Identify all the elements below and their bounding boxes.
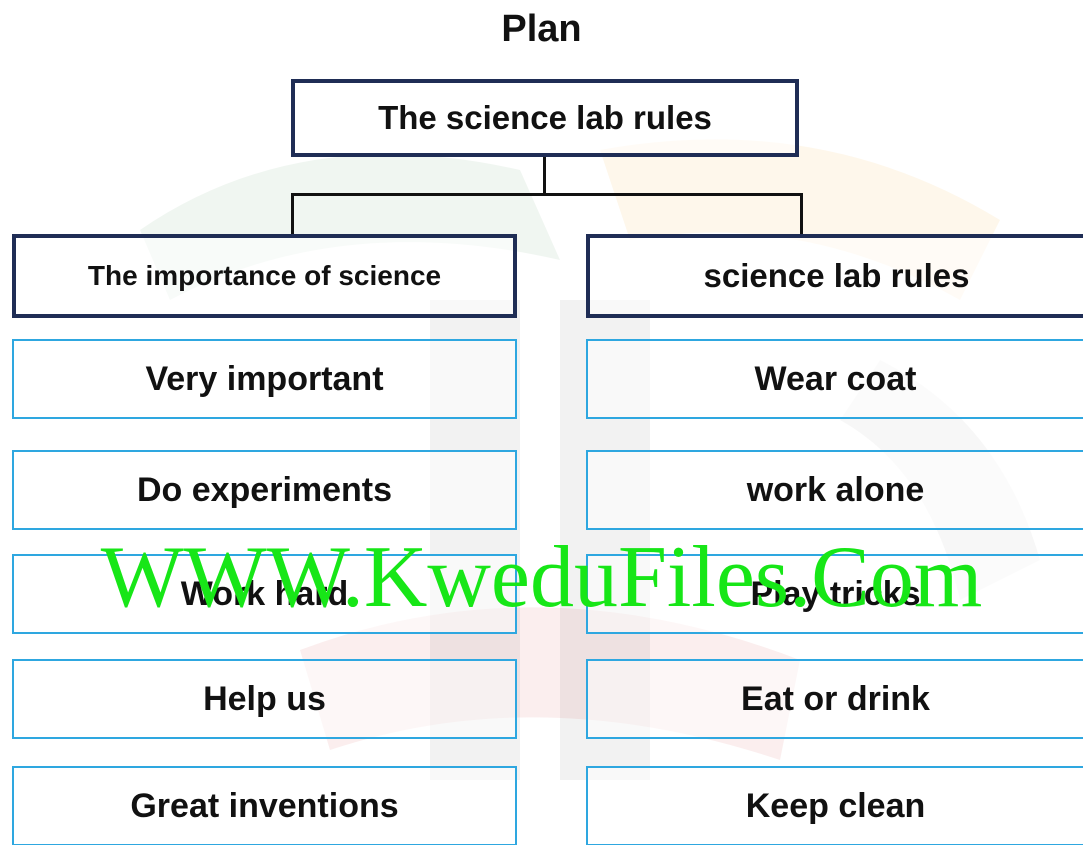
list-item: Help us (12, 659, 517, 739)
list-item: Work hard (12, 554, 517, 634)
connector-root-stem (543, 157, 546, 194)
root-node: The science lab rules (291, 79, 799, 157)
branch-heading-importance: The importance of science (12, 234, 517, 318)
page-title: Plan (501, 8, 582, 50)
list-item: Eat or drink (586, 659, 1083, 739)
branch-heading-lab-rules: science lab rules (586, 234, 1083, 318)
list-item: Very important (12, 339, 517, 419)
connector-horizontal (291, 193, 803, 196)
list-item: Play tricks (586, 554, 1083, 634)
list-item: Great inventions (12, 766, 517, 845)
connector-left-drop (291, 193, 294, 235)
list-item: Do experiments (12, 450, 517, 530)
connector-right-drop (800, 193, 803, 235)
list-item: work alone (586, 450, 1083, 530)
list-item: Keep clean (586, 766, 1083, 845)
list-item: Wear coat (586, 339, 1083, 419)
